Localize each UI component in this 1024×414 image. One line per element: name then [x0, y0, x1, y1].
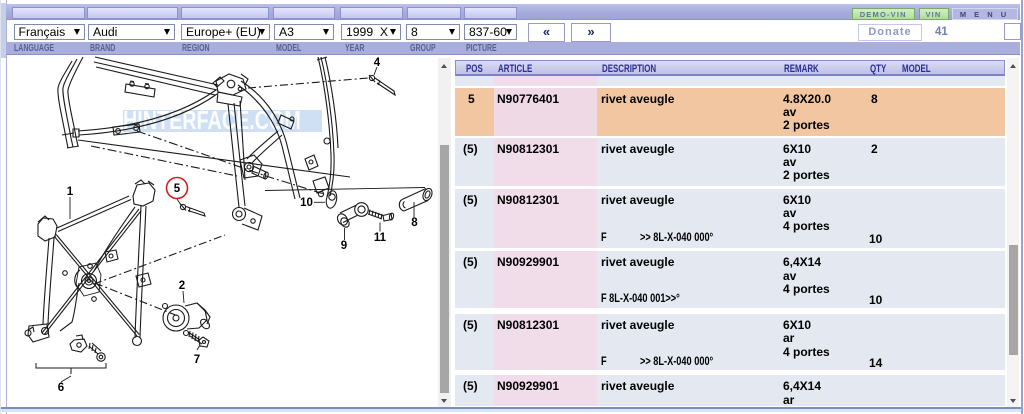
svg-text:7: 7: [194, 354, 200, 366]
svg-text:4: 4: [374, 57, 381, 69]
svg-text:8: 8: [411, 217, 418, 229]
svg-text:6: 6: [58, 382, 64, 394]
svg-text:9: 9: [341, 240, 347, 252]
svg-text:2: 2: [179, 280, 185, 292]
svg-text:10: 10: [300, 197, 313, 209]
svg-text:1: 1: [67, 186, 74, 198]
svg-text:5: 5: [174, 183, 181, 195]
svg-text:11: 11: [374, 232, 387, 244]
